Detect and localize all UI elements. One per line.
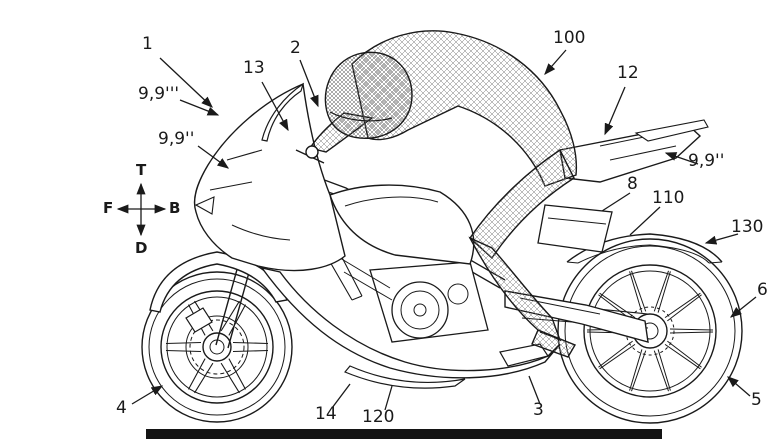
front-brake-caliper (185, 307, 213, 333)
ref-label-6: 6 (757, 280, 768, 300)
axis-label-bottom: D (135, 239, 148, 257)
tail-cowl (559, 119, 709, 183)
front-fender (149, 251, 288, 313)
rider-torso (351, 30, 578, 187)
ref-label-8: 8 (627, 174, 638, 194)
engine (339, 257, 489, 343)
ref-label-99pp-rear: 9,9'' (688, 151, 725, 171)
ref-label-130: 130 (731, 217, 764, 237)
ref-label-4: 4 (116, 398, 127, 418)
axis-indicator (116, 182, 167, 237)
rear-wheel (557, 238, 743, 424)
ref-label-1: 1 (142, 34, 153, 54)
ref-label-120: 120 (362, 407, 395, 427)
axis-label-front: F (103, 199, 114, 217)
ref-label-99pp-front: 9,9'' (158, 129, 195, 149)
ref-label-2: 2 (290, 38, 301, 58)
ground-line (146, 429, 662, 439)
rider-hand (305, 145, 319, 159)
axis-label-top: T (136, 161, 147, 179)
ref-label-14: 14 (315, 404, 337, 424)
front-fairing (193, 82, 346, 272)
ref-label-12: 12 (617, 63, 639, 83)
ref-label-13: 13 (243, 58, 265, 78)
leader-lines (131, 49, 757, 411)
ref-label-100: 100 (553, 28, 586, 48)
axis-label-back: B (169, 199, 181, 217)
ref-label-110: 110 (652, 188, 685, 208)
ref-label-5: 5 (751, 390, 762, 410)
ref-label-99ppp: 9,9''' (138, 84, 180, 104)
rider-boot (531, 329, 577, 358)
rider (305, 30, 578, 358)
ref-label-3: 3 (533, 400, 544, 420)
helmet-visor (329, 111, 393, 122)
fuel-tank (329, 184, 475, 265)
radiator (321, 241, 363, 301)
rider-helmet (324, 51, 413, 140)
license-plate-support (537, 204, 613, 253)
